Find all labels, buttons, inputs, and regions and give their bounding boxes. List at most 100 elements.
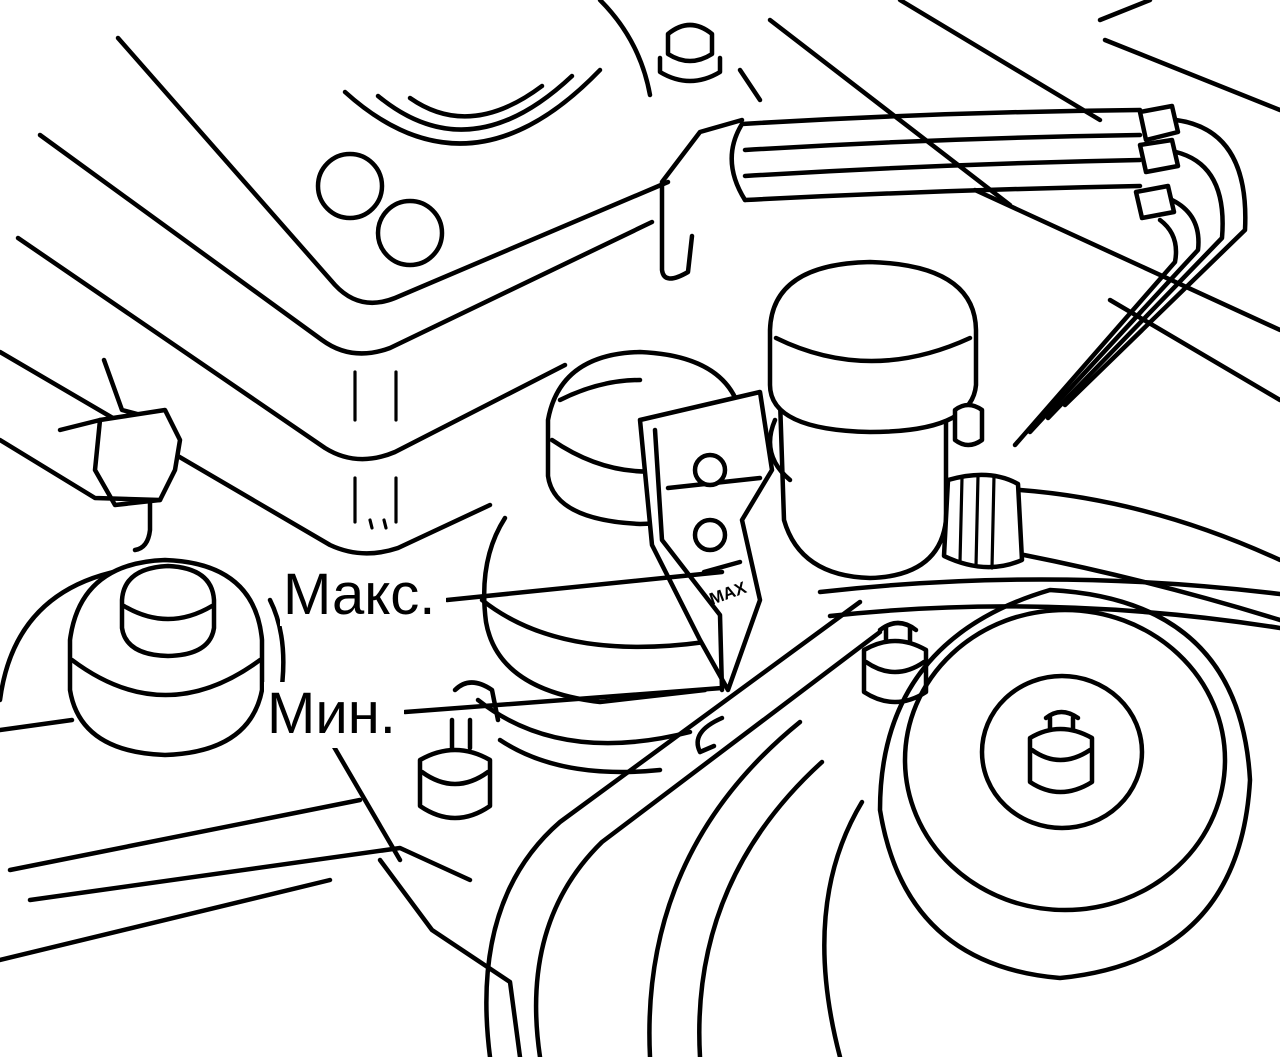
top-bolt-washer (657, 55, 723, 84)
crossmember (817, 577, 1280, 631)
min-leader-line (402, 685, 725, 715)
reservoir-right-body (777, 397, 949, 581)
reservoir-right (767, 259, 979, 581)
panel-line-5 (327, 737, 403, 863)
right-bolt-top (877, 620, 919, 633)
hose-rib-2 (974, 474, 980, 568)
crossmember-bottom (827, 604, 1280, 631)
cowl-line-5 (972, 187, 1280, 333)
level-labels: Макс. Мин. (264, 560, 725, 748)
cowl-line-2 (737, 67, 763, 103)
battery-cap-2 (375, 198, 445, 268)
cylinder-rib-3 (497, 737, 663, 775)
max-label: Макс. (283, 562, 435, 627)
lower-curve-1 (484, 599, 863, 1057)
bottom-bolt-bracket (452, 680, 501, 723)
right-bolt (861, 620, 929, 705)
battery-lid-edge (37, 132, 655, 356)
pipe-bracket (659, 117, 745, 281)
right-strut-tower (877, 587, 1253, 981)
hose-rib-1 (958, 476, 964, 564)
terminal-bracket (0, 437, 163, 503)
pipe-4 (742, 183, 1143, 203)
battery-bottom-edge (0, 349, 493, 556)
cylinder-rib-2 (475, 697, 693, 746)
right-strut-inner (979, 673, 1145, 831)
pipe-3 (742, 157, 1143, 179)
left-strut-cap (119, 563, 217, 659)
cylinder-lower-body (481, 515, 708, 705)
bottom-center-bolt (417, 680, 501, 821)
pipe-fitting-1 (1137, 103, 1181, 143)
battery-cap-1 (315, 151, 385, 221)
cowl-line-7 (1097, 0, 1153, 23)
panel-line-3 (0, 877, 333, 963)
panel-line-1 (7, 797, 363, 873)
cable-terminal (0, 357, 183, 553)
panel-line-2 (27, 845, 473, 903)
battery-vent-arc-mid (375, 73, 575, 132)
max-leader-line (444, 569, 725, 603)
bracket-fold (652, 427, 725, 693)
pipe-down-1 (1062, 117, 1248, 408)
bracket-bolt-2 (692, 517, 728, 553)
right-strut-outer (877, 587, 1253, 981)
battery-top-edge (115, 35, 671, 306)
right-bolt-rim (863, 659, 927, 675)
battery-vent-arc-outer (342, 67, 603, 146)
bottom-bolt-stud (449, 717, 473, 751)
battery-dash-3 (368, 518, 388, 530)
reservoir-left-cap-edge (557, 377, 643, 403)
pipe-down-2 (1045, 149, 1225, 421)
battery-vent-arc-inner (407, 83, 545, 119)
left-strut-base (0, 717, 75, 733)
hose-rib-3 (990, 474, 996, 570)
top-bolt-head (665, 22, 715, 64)
panel-line-4 (377, 857, 523, 1057)
terminal-wire (132, 497, 153, 553)
max-label-bg (280, 560, 446, 626)
right-strut-mid (902, 607, 1228, 913)
pipe-fitting-3 (1133, 183, 1177, 221)
lower-curve-2 (533, 629, 883, 1057)
terminal-clamp (92, 407, 183, 508)
cowl-line-4 (1102, 37, 1280, 113)
left-strut-mount (0, 557, 286, 758)
sensor-stud (952, 402, 985, 448)
bottom-bolt-rim (419, 769, 491, 787)
crossmember-top (817, 577, 1280, 597)
lower-curves (484, 599, 883, 1057)
terminal-bracket-2 (57, 417, 103, 433)
battery (0, 0, 671, 556)
pipe-down-4 (1012, 217, 1179, 448)
bracket-bolt-1 (692, 452, 728, 488)
hose-upper (1017, 487, 1280, 563)
cylinder-rib-1 (479, 597, 708, 650)
cowl-line-1 (767, 17, 1013, 208)
level-mark-slot (701, 559, 743, 575)
pipe-end-cap (729, 121, 748, 203)
battery-side-edge (15, 235, 568, 462)
min-label: Мин. (267, 681, 396, 746)
min-label-bg (264, 682, 404, 748)
pipe-down-3 (1027, 197, 1201, 435)
top-bolt (657, 22, 723, 84)
cowl-line-3 (897, 0, 1103, 123)
pipe-fitting-2 (1137, 137, 1181, 175)
pipe-1 (739, 107, 1143, 127)
lower-curve-4 (697, 759, 825, 1057)
bracket-hook (695, 715, 725, 755)
right-strut-stud-top (1043, 709, 1081, 721)
hose-clamp (941, 472, 1025, 570)
lower-curve-3 (647, 719, 803, 1057)
right-strut-nut-rim (1029, 747, 1093, 763)
reservoir-right-cap-rim (773, 335, 973, 364)
pipe-2 (742, 132, 1143, 153)
lower-left-panels (0, 737, 523, 1057)
lower-curve-5 (822, 799, 865, 1057)
left-strut-rim (69, 657, 263, 698)
brake-lines (659, 103, 1248, 448)
reservoir-right-cap (767, 259, 979, 435)
